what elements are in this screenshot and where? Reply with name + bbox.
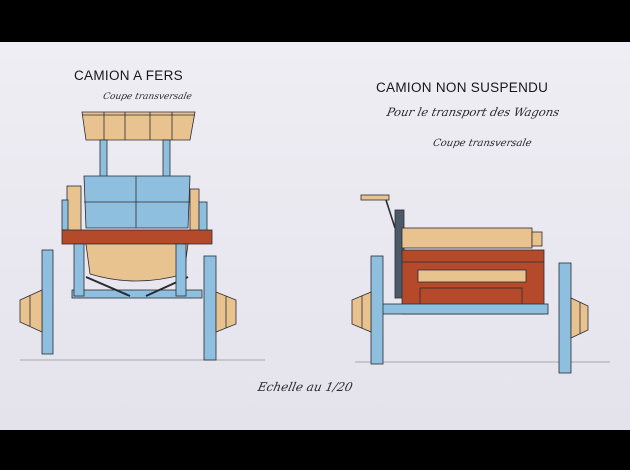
technical-drawings bbox=[19, 111, 610, 374]
right-drawing-title: CAMION NON SUSPENDU bbox=[376, 80, 549, 95]
left-drawing-title: CAMION A FERS bbox=[74, 68, 183, 83]
drawing-sheet: CAMION A FERS Coupe transversale CAMION … bbox=[0, 42, 630, 430]
left-cart-drawing bbox=[19, 111, 265, 361]
right-cart-drawing bbox=[351, 194, 610, 374]
